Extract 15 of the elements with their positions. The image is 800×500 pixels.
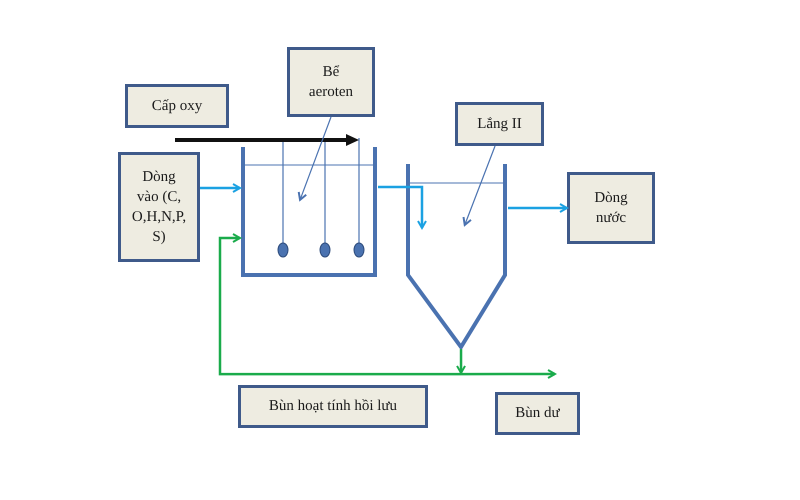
label-box: Bùn dư <box>495 392 580 435</box>
arrow <box>456 349 466 374</box>
label-box: Dòng nước <box>567 172 655 244</box>
arrow <box>508 203 568 213</box>
leader-line <box>298 116 332 201</box>
label-box: Cấp oxy <box>125 84 229 128</box>
label-box: Dòng vào (C, O,H,N,P, S) <box>118 152 200 262</box>
arrow <box>378 186 427 229</box>
arrow <box>461 369 556 379</box>
label-box: Bể aeroten <box>287 47 375 117</box>
arrow <box>218 232 462 376</box>
label-box: Bùn hoạt tính hồi lưu <box>238 385 428 428</box>
arrow <box>200 182 241 193</box>
leader-line <box>462 146 496 226</box>
label-box: Lắng II <box>455 102 544 146</box>
